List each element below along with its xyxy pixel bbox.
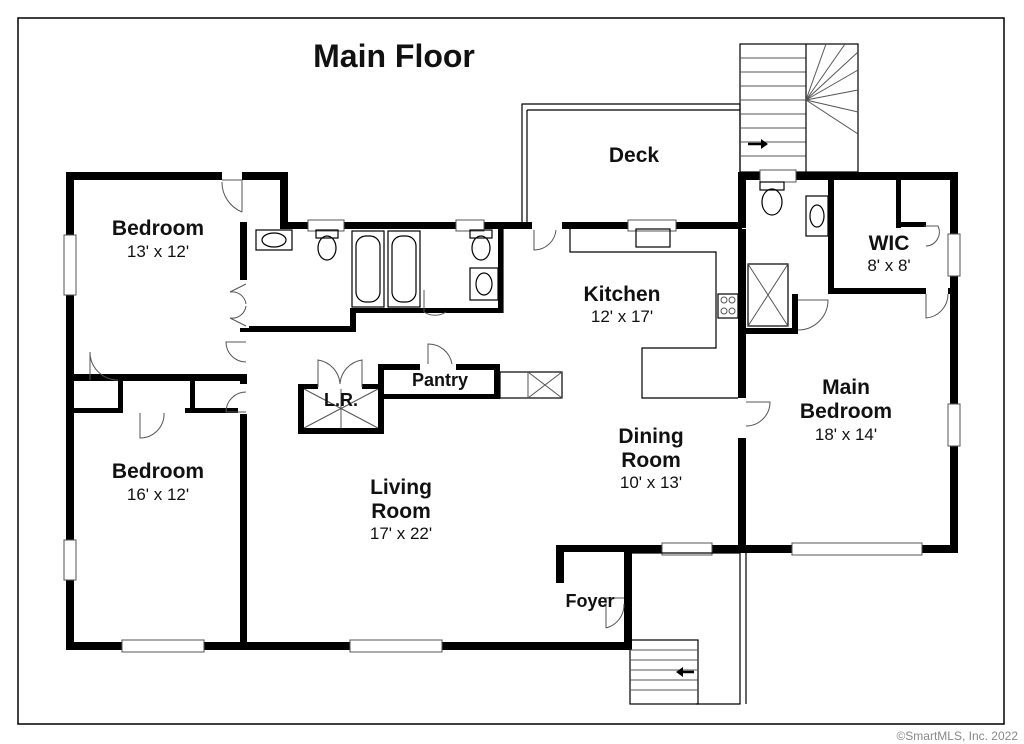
- foyer-label: Foyer: [565, 591, 614, 611]
- shower-icon: [747, 263, 789, 327]
- kitchen-size: 12' x 17': [591, 307, 653, 326]
- kitchen-counters: [499, 229, 738, 399]
- copyright: ©SmartMLS, Inc. 2022: [896, 729, 1018, 743]
- main-bedroom-size: 18' x 14': [815, 425, 877, 444]
- living-size: 17' x 22': [370, 524, 432, 543]
- bedroom2-label: Bedroom: [112, 460, 204, 483]
- dining-label-2: Room: [621, 449, 681, 472]
- page-frame: [17, 17, 1005, 725]
- kitchen-label: Kitchen: [583, 283, 660, 306]
- door-swing-icon: [76, 172, 949, 629]
- plan-title: Main Floor: [313, 38, 475, 74]
- living-label-1: Living: [370, 476, 432, 499]
- bottom-stairs: [629, 552, 747, 705]
- bedroom2-size: 16' x 12': [127, 485, 189, 504]
- main-bedroom-label-1: Main: [822, 376, 870, 399]
- lr-closet: [303, 388, 379, 429]
- dining-size: 10' x 13': [620, 473, 682, 492]
- pantry-label: Pantry: [412, 370, 468, 390]
- windows: [63, 169, 961, 653]
- bedroom1-size: 13' x 12': [127, 242, 189, 261]
- bathtub-icon: [351, 230, 421, 308]
- stair-arrow-icon: [748, 139, 768, 149]
- dining-label-1: Dining: [618, 425, 683, 448]
- main-bedroom-label-2: Bedroom: [800, 400, 892, 423]
- wic-size: 8' x 8': [867, 256, 910, 275]
- toilet-icon: [315, 181, 785, 261]
- living-label-2: Room: [371, 500, 431, 523]
- stove-icon: [717, 293, 739, 319]
- stair-arrow-icon: [676, 667, 694, 677]
- top-stairs: [739, 43, 859, 173]
- wic-label: WIC: [869, 232, 910, 255]
- lr-label: L.R.: [324, 390, 358, 410]
- bedroom1-label: Bedroom: [112, 217, 204, 240]
- deck-label: Deck: [609, 144, 660, 167]
- sink-icon: [255, 195, 829, 301]
